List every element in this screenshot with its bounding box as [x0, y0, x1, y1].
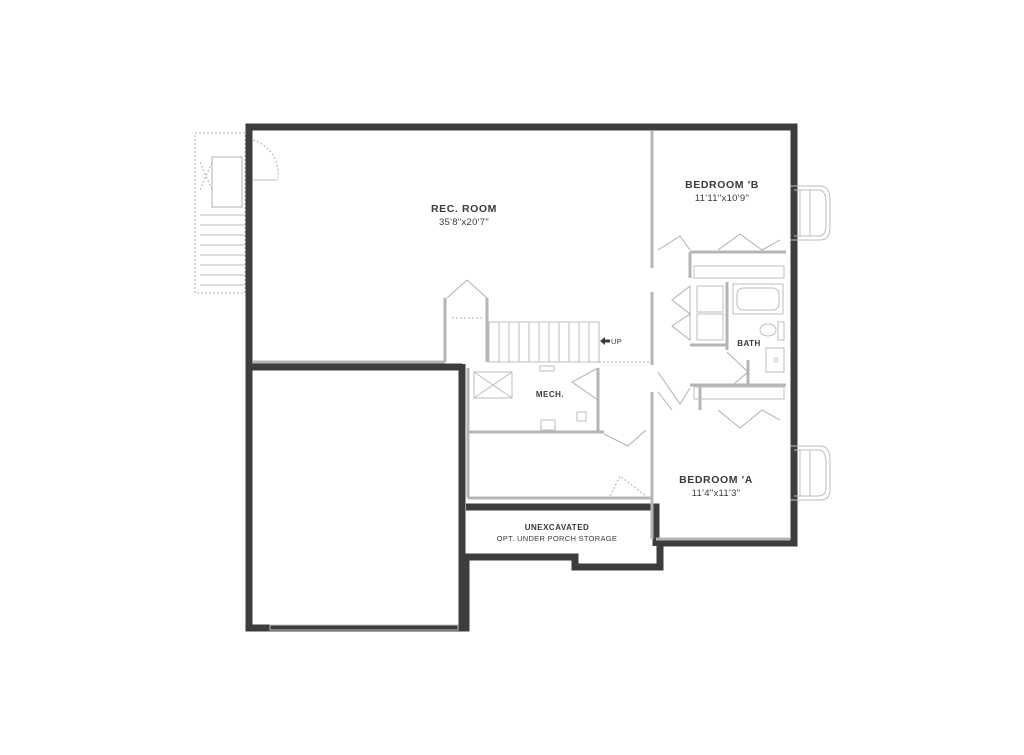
bedroom-b-dims: 11'11"x10'9" — [695, 193, 749, 204]
arrow-left-icon — [600, 337, 610, 345]
stair-up-label: UP — [611, 337, 622, 346]
bath-name: BATH — [737, 339, 761, 348]
bedroom-a-dims: 11'4"x11'3" — [692, 488, 741, 499]
mech-name: MECH. — [536, 390, 564, 399]
exterior-stair — [194, 132, 279, 294]
rec-room-dims: 35'8"x20'7" — [439, 217, 489, 228]
closets-and-fixtures — [657, 233, 785, 429]
windows — [790, 185, 831, 501]
garage-door — [269, 624, 459, 631]
interior-stair — [446, 279, 650, 363]
unexcavated-name: UNEXCAVATED — [525, 523, 590, 532]
bedroom-a-name: BEDROOM 'A — [679, 474, 753, 486]
unexcavated-note: OPT. UNDER PORCH STORAGE — [497, 534, 617, 543]
mech-equipment — [473, 365, 647, 497]
rec-room-name: REC. ROOM — [431, 203, 497, 215]
exterior-walls — [245, 123, 798, 632]
bedroom-b-name: BEDROOM 'B — [685, 179, 759, 191]
